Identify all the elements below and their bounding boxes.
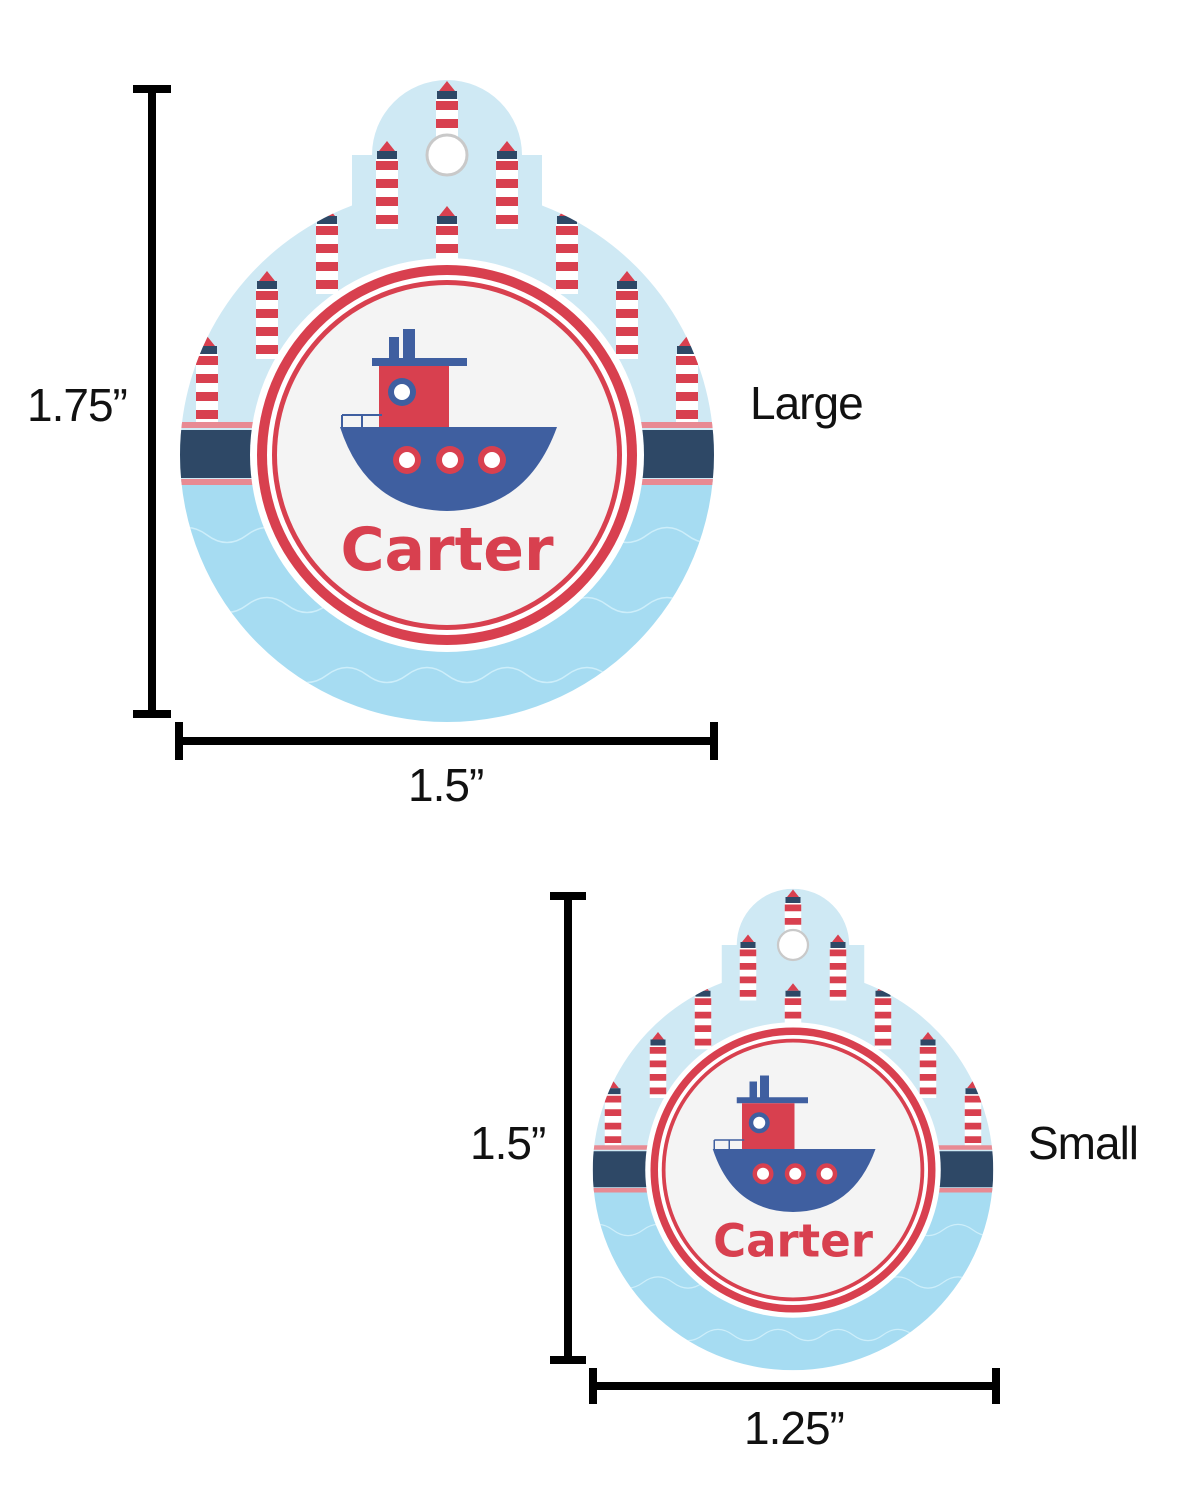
small-width-bar [589, 1368, 1000, 1404]
small-size-label: Small [1028, 1117, 1139, 1169]
small-width-label: 1.25” [744, 1402, 845, 1454]
large-width-label: 1.5” [408, 759, 484, 811]
large-width-bar [175, 722, 718, 760]
large-height-label: 1.75” [27, 379, 128, 431]
small-height-label: 1.5” [470, 1117, 546, 1169]
large-tag: Carter [147, 55, 747, 780]
small-tag: Carter [568, 870, 1018, 1414]
small-height-bar [550, 892, 586, 1364]
large-size-label: Large [750, 377, 864, 429]
large-height-bar [133, 85, 171, 718]
small-tag-name: Carter [713, 1214, 874, 1267]
large-tag-name: Carter [340, 515, 553, 585]
